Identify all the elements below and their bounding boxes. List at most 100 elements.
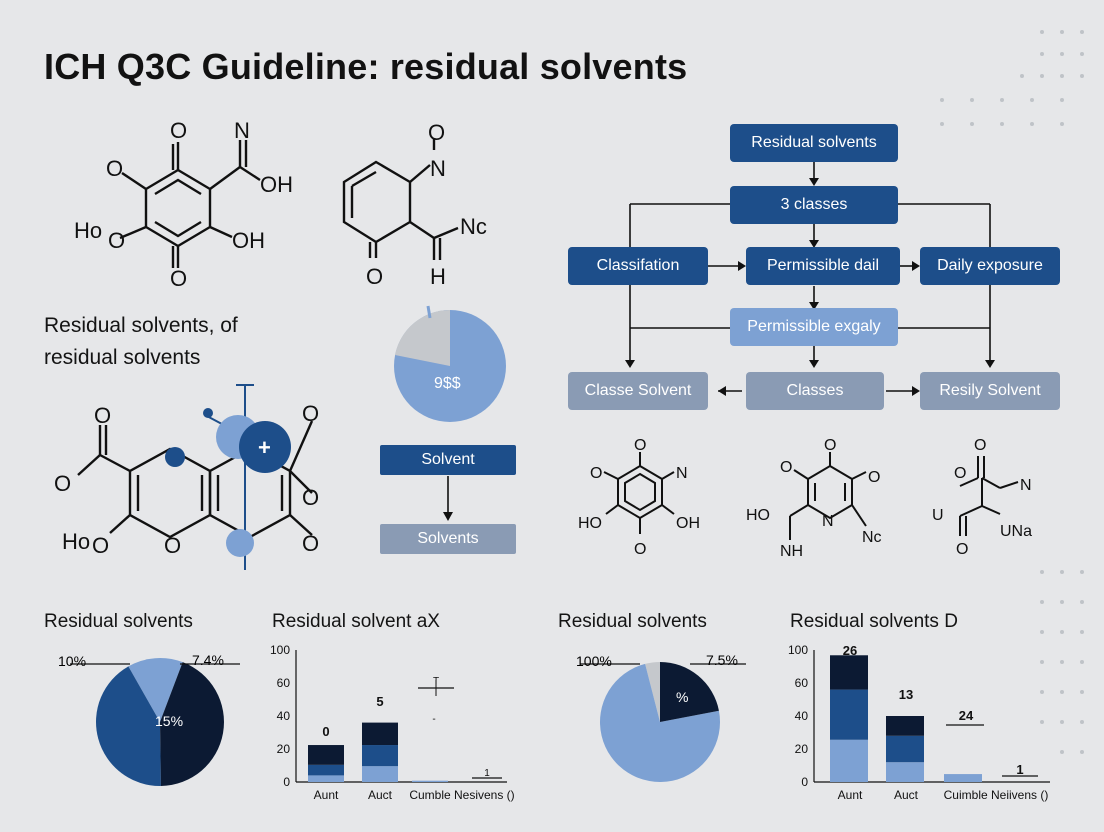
flow-node-classes: Classes bbox=[746, 372, 884, 410]
dot-decoration bbox=[1080, 600, 1084, 604]
pie-label: 7.4% bbox=[192, 652, 224, 668]
bar-data-label: 13 bbox=[899, 687, 913, 702]
dot-decoration bbox=[1060, 74, 1064, 78]
dot-decoration bbox=[1060, 52, 1064, 56]
atom-label: O bbox=[170, 118, 187, 143]
y-tick-label: 0 bbox=[283, 775, 290, 789]
dot-decoration bbox=[1060, 122, 1064, 126]
atom-label: O bbox=[92, 533, 109, 558]
atom-label: O bbox=[634, 437, 646, 454]
chart-title: Residual solvent аX bbox=[272, 611, 440, 632]
dot-decoration bbox=[1030, 98, 1034, 102]
atom-label: H bbox=[430, 264, 446, 289]
dot-decoration bbox=[1080, 30, 1084, 34]
atom-label: O bbox=[954, 465, 966, 482]
molecule-3: + O O Ho O O O O O bbox=[54, 384, 319, 570]
molecule-1: O N O OH Ho O OH O bbox=[74, 118, 293, 291]
bar-segment bbox=[886, 716, 924, 736]
dot-decoration bbox=[1060, 690, 1064, 694]
molecule-4: O N O HO OH O bbox=[578, 437, 700, 558]
atom-label: O bbox=[780, 459, 792, 476]
pie-slice bbox=[660, 662, 719, 722]
atom-label: O bbox=[366, 264, 383, 289]
molecule-6: O O N U O UNa bbox=[932, 437, 1032, 558]
bar-segment bbox=[362, 722, 398, 746]
pie-slice bbox=[128, 658, 183, 722]
mini-flow-arrow bbox=[443, 476, 453, 521]
atom-label: O bbox=[302, 531, 319, 556]
atom-label: O bbox=[164, 533, 181, 558]
pie-label: 7.5% bbox=[706, 652, 738, 668]
atom-label: O bbox=[170, 266, 187, 291]
flow-node-daily-exposure: Daily exposure bbox=[920, 247, 1060, 285]
page-title: ICH Q3C Guideline: residual solvents bbox=[44, 46, 688, 87]
y-tick-label: 40 bbox=[277, 709, 291, 723]
flowchart-connectors bbox=[625, 162, 995, 396]
flow-node-residual-solvents: Residual solvents bbox=[730, 124, 898, 162]
x-tick-label: Aunt bbox=[838, 788, 863, 802]
dot-decoration bbox=[1060, 630, 1064, 634]
dot-decoration bbox=[1060, 660, 1064, 664]
pie-label: % bbox=[676, 689, 688, 705]
atom-label: Ho bbox=[74, 218, 102, 243]
atom-label: N bbox=[234, 118, 250, 143]
dot-decoration bbox=[1080, 690, 1084, 694]
dot-decoration bbox=[1060, 570, 1064, 574]
pie-chart-2: 100% 7.5% % bbox=[576, 652, 746, 783]
atom-label: Nc bbox=[862, 529, 882, 546]
pie-slice bbox=[160, 662, 224, 786]
flow-node-permissible-exposure: Permissible exgaly bbox=[730, 308, 898, 346]
atom-label: O bbox=[590, 465, 602, 482]
dot-decoration bbox=[970, 122, 974, 126]
dot-decoration bbox=[1060, 720, 1064, 724]
bar-data-label: 1 bbox=[1016, 762, 1023, 777]
atom-label: O bbox=[302, 485, 319, 510]
atom-label: O bbox=[868, 469, 880, 486]
pie-chart-1: 10% 7.4% 15% bbox=[58, 652, 240, 786]
bar-segment bbox=[886, 735, 924, 763]
dot-decoration bbox=[1000, 98, 1004, 102]
dot-decoration bbox=[940, 98, 944, 102]
bar-annotation: T bbox=[433, 676, 439, 687]
pie-slice bbox=[600, 663, 721, 783]
molecule-5: O O O HO N Nc NH bbox=[746, 437, 882, 560]
bar-data-label: 0 bbox=[322, 724, 329, 739]
bar-segment bbox=[412, 780, 448, 782]
small-pie-chart: 9$$ bbox=[394, 305, 506, 422]
dot-decoration bbox=[1080, 570, 1084, 574]
pie-slice bbox=[96, 666, 161, 786]
atom-label: O bbox=[634, 541, 646, 558]
dot-decoration bbox=[1040, 52, 1044, 56]
bar-segment bbox=[830, 655, 868, 690]
y-tick-label: 100 bbox=[270, 643, 290, 657]
atom-label: O bbox=[956, 541, 968, 558]
dot-decoration bbox=[1080, 630, 1084, 634]
bar-data-label: 5 bbox=[376, 694, 383, 709]
dot-decoration bbox=[1040, 660, 1044, 664]
dot-decoration bbox=[1080, 74, 1084, 78]
atom-label: Ho bbox=[62, 529, 90, 554]
flow-node-classification: Classifation bbox=[568, 247, 708, 285]
plus-icon: + bbox=[258, 435, 271, 460]
atom-label: UNa bbox=[1000, 523, 1032, 540]
bar-data-label: 26 bbox=[843, 643, 857, 658]
y-tick-label: 60 bbox=[277, 676, 291, 690]
atom-label: HO bbox=[746, 507, 770, 524]
atom-label: N bbox=[676, 465, 688, 482]
atom-label: U bbox=[932, 507, 944, 524]
atom-label: O bbox=[428, 120, 445, 145]
atom-label: O bbox=[106, 156, 123, 181]
dot-decoration bbox=[970, 98, 974, 102]
atom-label: O bbox=[54, 471, 71, 496]
bar-annotation: 1 bbox=[484, 768, 490, 779]
atom-label: OH bbox=[260, 172, 293, 197]
small-pie-label: 9$$ bbox=[434, 375, 461, 392]
flow-node-residual-solvent: Resily Solvent bbox=[920, 372, 1060, 410]
dot-decoration bbox=[1060, 750, 1064, 754]
bar-segment bbox=[362, 745, 398, 767]
dot-decoration bbox=[1080, 720, 1084, 724]
bar-segment bbox=[308, 745, 344, 765]
atom-label: O bbox=[824, 437, 836, 454]
